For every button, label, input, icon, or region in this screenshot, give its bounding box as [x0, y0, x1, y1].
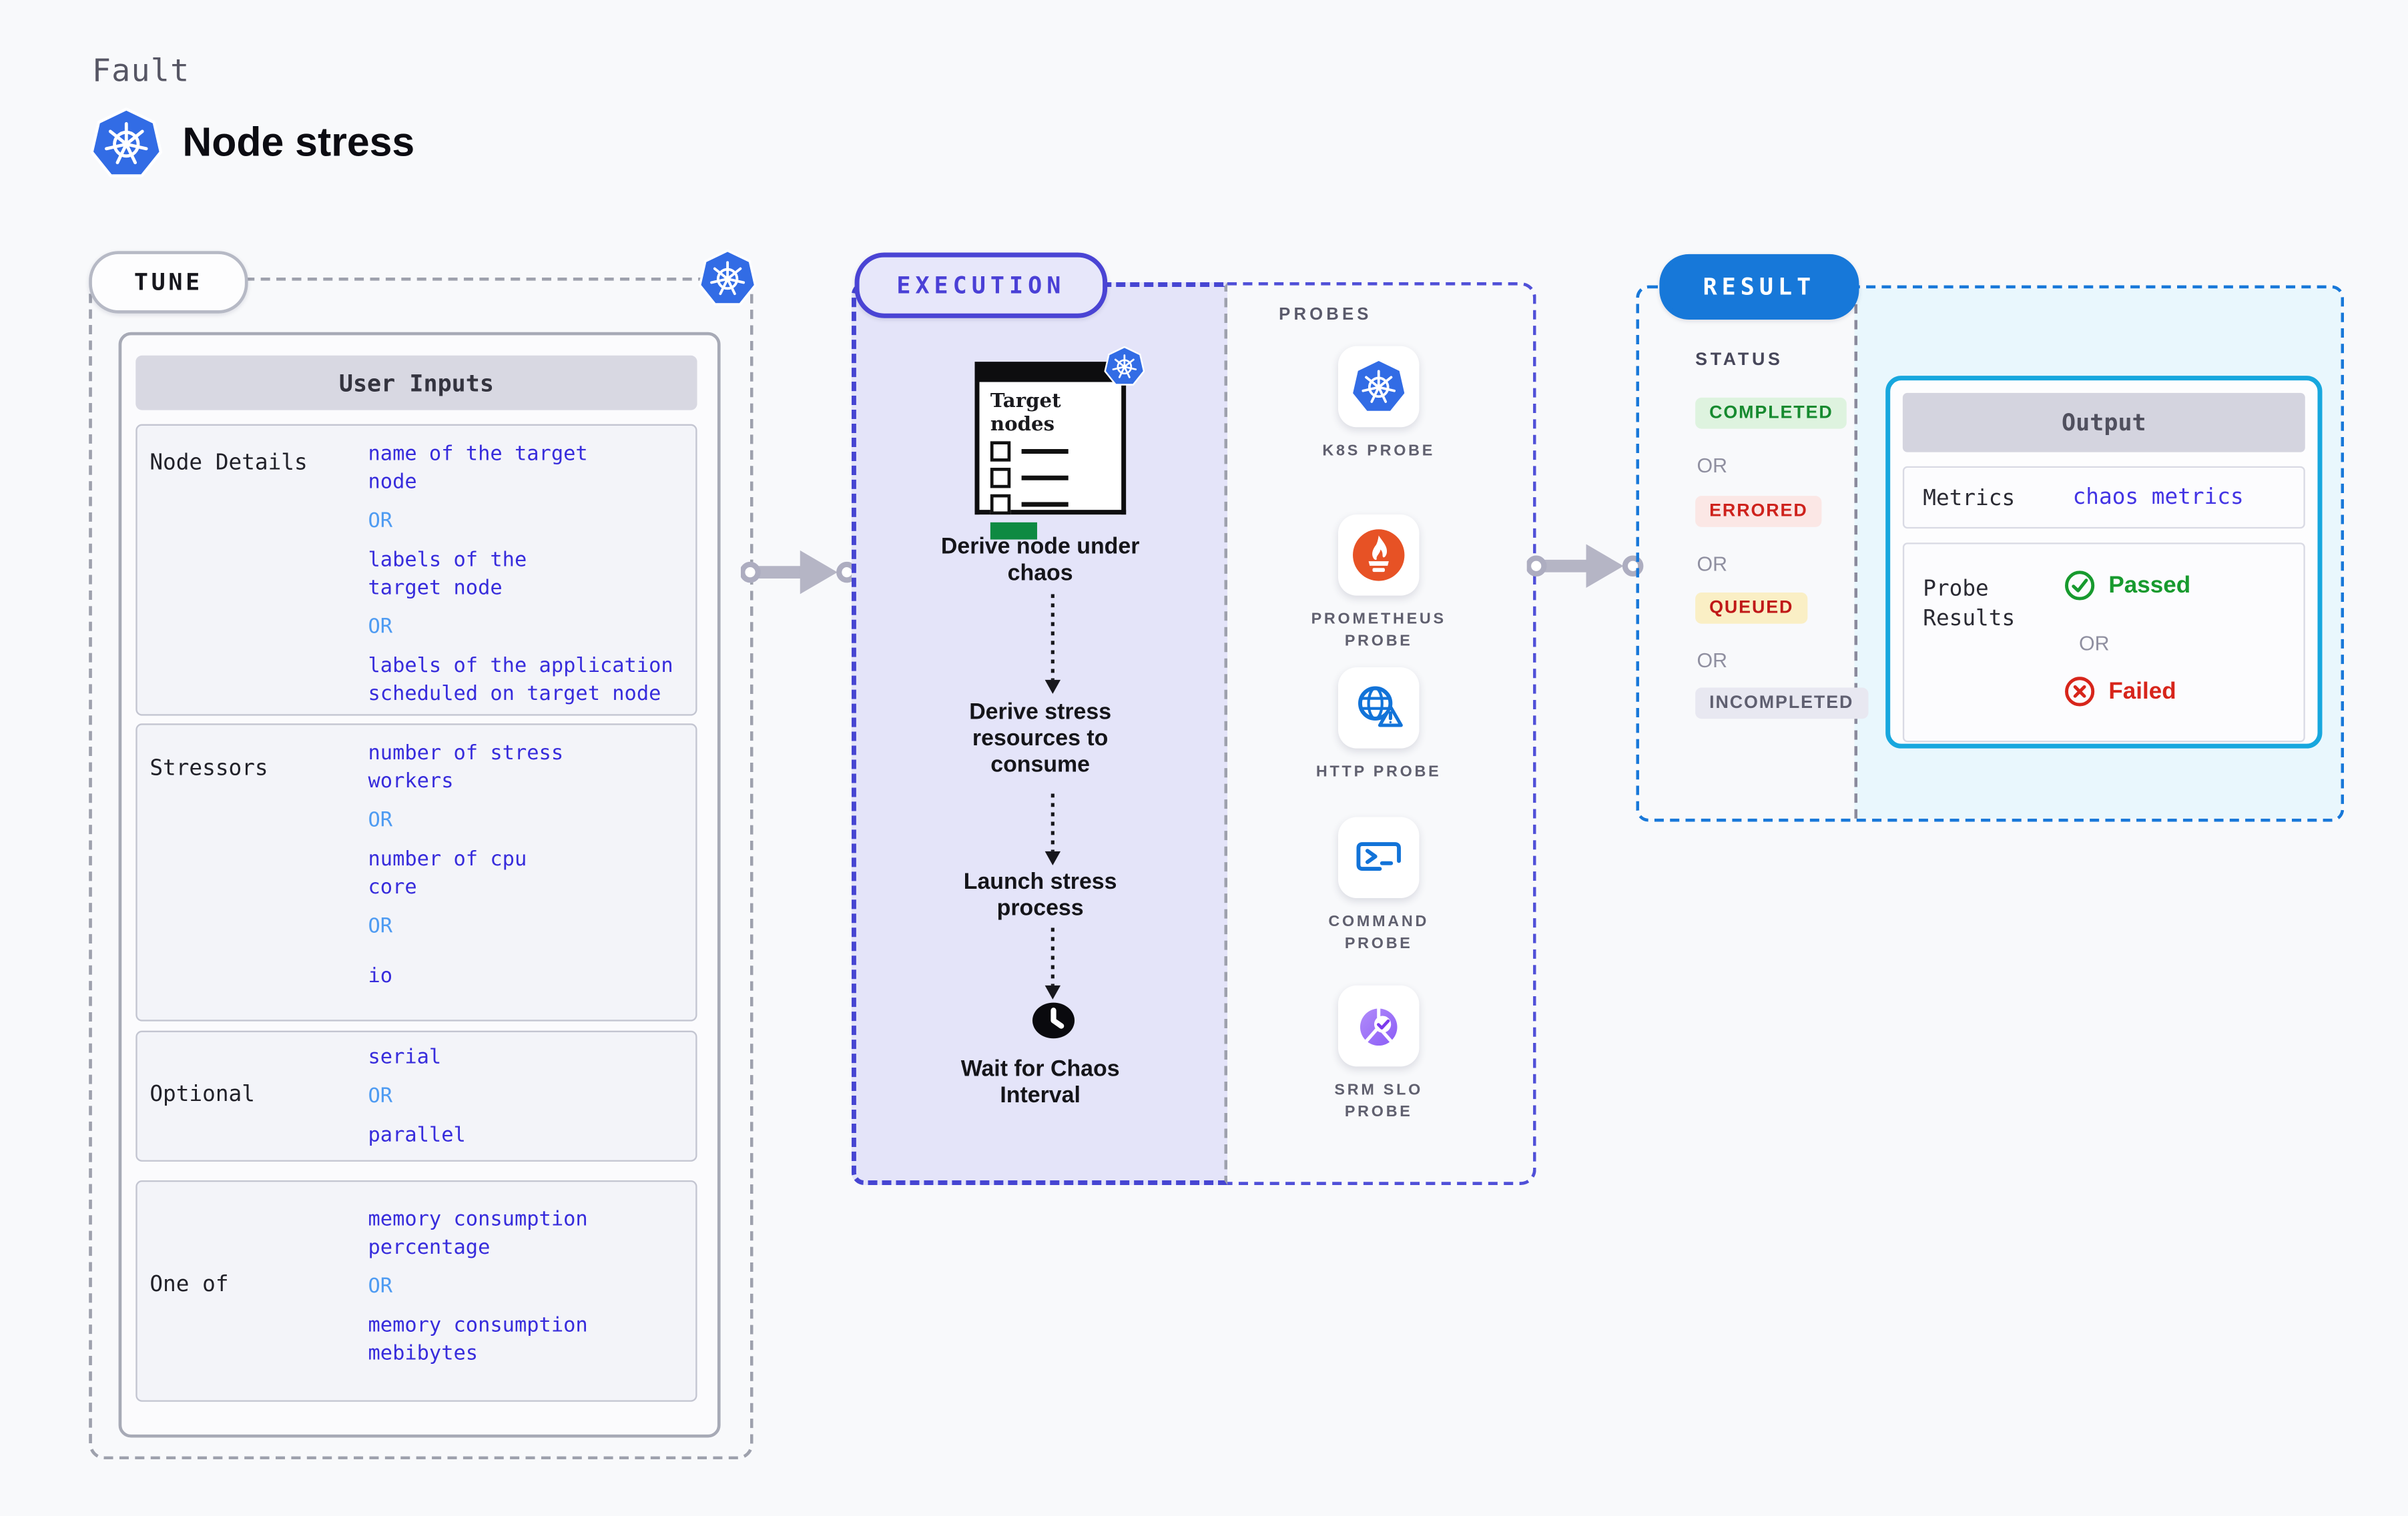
x-circle-icon — [2065, 677, 2095, 707]
or-separator: OR — [368, 510, 393, 534]
flow-arrow — [1526, 544, 1644, 588]
or-separator: OR — [2078, 631, 2110, 655]
probes-panel: PROBES K8S PROBE PROMETHEUS PROBE — [1227, 282, 1536, 1185]
checkbox-icon — [990, 441, 1011, 462]
http-globe-icon — [1358, 686, 1403, 727]
probe-results-label: Probe Results — [1923, 577, 2016, 632]
document-titlebar — [974, 362, 1127, 382]
execution-pill: EXECUTION — [854, 252, 1108, 318]
row-value: labels of the application scheduled on t… — [368, 655, 673, 707]
output-card: Output Metrics chaos metrics Probe Resul… — [1885, 376, 2323, 749]
failed-result: Failed — [2064, 675, 2176, 708]
passed-result: Passed — [2064, 569, 2191, 602]
row-value: parallel — [368, 1124, 466, 1148]
row-label: Stressors — [149, 756, 268, 781]
tune-pill: TUNE — [89, 251, 248, 314]
probe-label: COMMAND PROBE — [1328, 913, 1430, 953]
checkbox-icon — [990, 494, 1011, 515]
probe-card-http — [1337, 667, 1420, 749]
prometheus-icon — [1353, 529, 1405, 581]
row-label: Optional — [149, 1082, 255, 1108]
metrics-label: Metrics — [1923, 486, 2016, 512]
checkbox-row — [990, 441, 1111, 462]
slo-pie-icon — [1360, 1008, 1398, 1046]
dotted-arrow-icon — [1044, 927, 1061, 1000]
row-label: Node Details — [149, 450, 308, 476]
probe-card-srm-slo — [1337, 985, 1420, 1067]
input-row-stressors: Stressors number of stress workers OR nu… — [135, 723, 697, 1022]
checkbox-row — [990, 468, 1111, 488]
tune-section — [89, 277, 754, 1460]
page-title: Node stress — [182, 118, 415, 165]
output-header: Output — [1902, 392, 2305, 452]
status-badge-errored: ERRORED — [1695, 496, 1822, 527]
checkbox-row — [990, 494, 1111, 515]
illustration-title: Target nodes — [990, 388, 1061, 435]
probe-card-prometheus — [1337, 514, 1420, 596]
checkbox-icon — [990, 468, 1011, 488]
kubernetes-icon — [1350, 358, 1407, 414]
step-label: Derive node under chaos — [940, 534, 1140, 587]
metrics-row: Metrics chaos metrics — [1902, 466, 2305, 529]
flow-arrow — [740, 550, 858, 595]
probe-label: HTTP PROBE — [1315, 764, 1442, 781]
line — [1021, 449, 1069, 454]
or-separator: OR — [1697, 552, 1728, 576]
step-label: Launch stress process — [963, 869, 1117, 922]
or-separator: OR — [1697, 649, 1728, 673]
result-pill: RESULT — [1659, 254, 1859, 320]
status-badge-queued: QUEUED — [1695, 592, 1808, 624]
terminal-icon — [1356, 842, 1401, 871]
line — [1021, 476, 1069, 480]
probe-results-row: Probe Results Passed OR Failed — [1902, 542, 2305, 743]
line — [1021, 502, 1069, 506]
input-row-node-details: Node Details name of the target node OR … — [135, 424, 697, 716]
status-title: STATUS — [1695, 350, 1783, 370]
row-label: One of — [149, 1272, 229, 1298]
probe-label: SRM SLO PROBE — [1334, 1082, 1424, 1122]
row-value: number of cpu core — [368, 848, 527, 900]
or-separator: OR — [368, 616, 393, 640]
status-badge-incompleted: INCOMPLETED — [1695, 687, 1868, 719]
failed-label: Failed — [2108, 678, 2176, 705]
green-block — [990, 522, 1037, 540]
dotted-arrow-icon — [1044, 793, 1061, 865]
row-value: memory consumption percentage — [368, 1208, 588, 1260]
or-separator: OR — [1697, 454, 1728, 478]
dotted-arrow-icon — [1044, 594, 1061, 694]
clock-icon — [1032, 1002, 1075, 1039]
or-separator: OR — [368, 1085, 393, 1109]
row-value: labels of the target node — [368, 548, 527, 601]
probe-card-command — [1337, 817, 1420, 898]
kubernetes-icon — [698, 249, 757, 307]
check-circle-icon — [2065, 571, 2095, 601]
passed-label: Passed — [2108, 572, 2191, 599]
metrics-value: chaos metrics — [2072, 484, 2244, 510]
execution-section: Target nodes Derive node under chaos Der… — [851, 282, 1228, 1185]
fault-eyebrow: Fault — [91, 51, 190, 89]
target-nodes-illustration: Target nodes — [974, 346, 1145, 540]
or-separator: OR — [368, 915, 393, 939]
kubernetes-icon — [90, 107, 163, 179]
row-value: name of the target node — [368, 442, 588, 494]
result-section: STATUS COMPLETED OR ERRORED OR QUEUED OR… — [1636, 285, 2345, 822]
row-value: serial — [368, 1046, 442, 1070]
row-value: number of stress workers — [368, 742, 564, 794]
or-separator: OR — [368, 1275, 393, 1299]
user-inputs-table: User Inputs Node Details name of the tar… — [118, 332, 721, 1438]
probes-title: PROBES — [1279, 306, 1372, 325]
row-value: io — [368, 965, 393, 989]
probe-card-k8s — [1337, 346, 1420, 428]
step-label: Derive stress resources to consume — [969, 700, 1112, 779]
table-header: User Inputs — [135, 355, 697, 410]
kubernetes-icon — [1104, 346, 1145, 387]
probe-label: PROMETHEUS PROBE — [1311, 611, 1446, 651]
step-label: Wait for Chaos Interval — [960, 1057, 1120, 1109]
row-value: memory consumption mebibytes — [368, 1314, 588, 1367]
or-separator: OR — [368, 809, 393, 833]
probe-label: K8S PROBE — [1322, 442, 1436, 460]
status-badge-completed: COMPLETED — [1695, 397, 1847, 429]
input-row-one-of: One of memory consumption percentage OR … — [135, 1180, 697, 1402]
input-row-optional: Optional serial OR parallel — [135, 1030, 697, 1162]
